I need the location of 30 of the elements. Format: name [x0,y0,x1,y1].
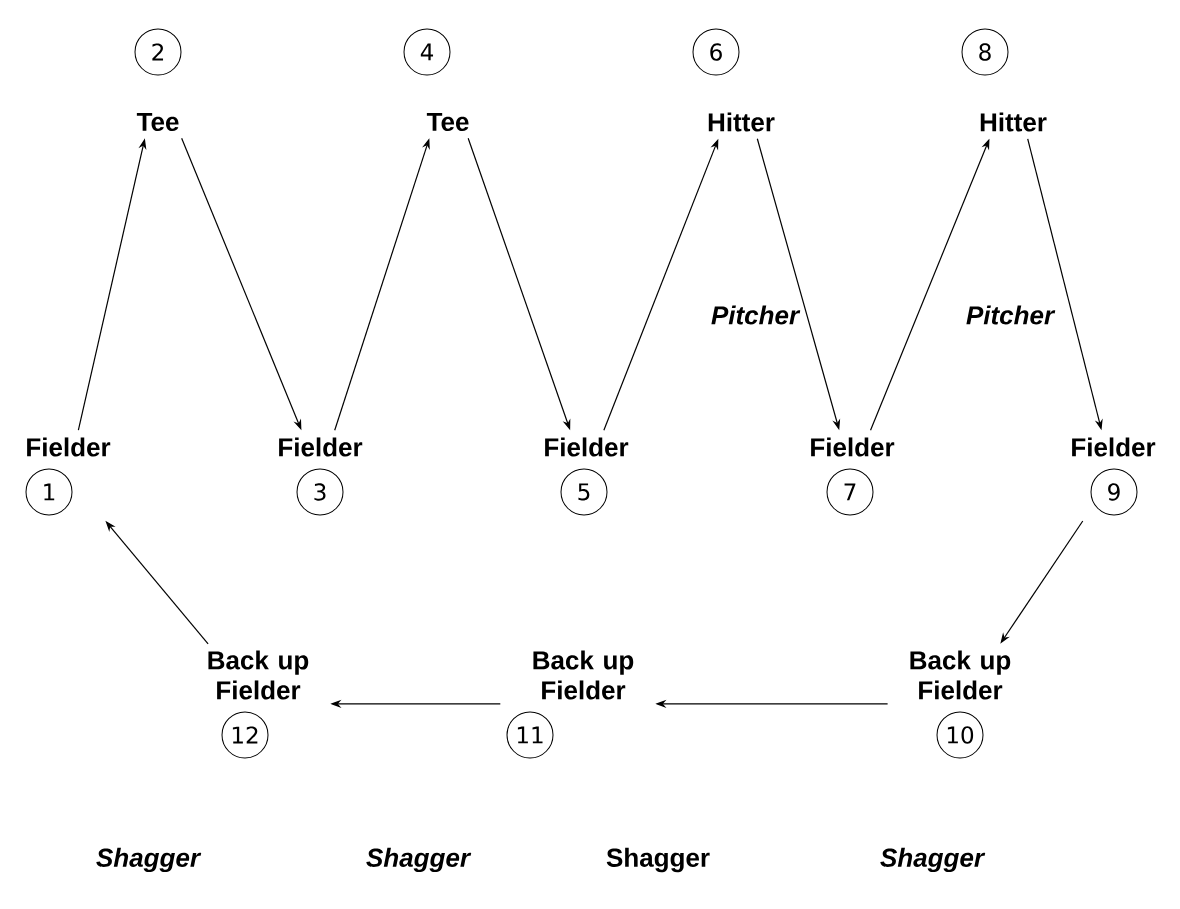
role-label: Pitcher [709,304,801,326]
circle-node: 11 [506,711,554,759]
node-label: Hitter [708,112,775,132]
circle-node: 6 [692,28,740,76]
circle-node: 10 [936,711,984,759]
node-label: Back up Fielder [208,650,309,700]
role-label: Shagger [365,846,472,874]
circle-node: 9 [1090,468,1138,516]
circle-node: 3 [296,468,344,516]
role-label: Shagger [95,846,202,874]
node-label: Fielder [279,437,363,457]
role-label: Pitcher [964,304,1056,326]
circle-node: 8 [961,28,1009,76]
node-label: Fielder [811,437,895,457]
node-label: Hitter [980,112,1047,132]
node-label: Fielder [27,437,111,457]
circle-node: 7 [826,468,874,516]
circle-node: 12 [221,711,269,759]
node-label: Fielder [545,437,629,457]
node-label: Back up Fielder [533,650,634,700]
node-label: Fielder [1072,437,1156,457]
circle-node: 4 [403,28,451,76]
circle-node: 2 [134,28,182,76]
circle-node: 5 [560,468,608,516]
role-label: Shagger [879,846,986,874]
node-label: Back up Fielder [910,650,1011,700]
circle-node: 1 [25,468,73,516]
node-label: Tee [426,112,469,132]
node-label: Tee [136,112,179,132]
role-label: Shagger [605,846,711,874]
